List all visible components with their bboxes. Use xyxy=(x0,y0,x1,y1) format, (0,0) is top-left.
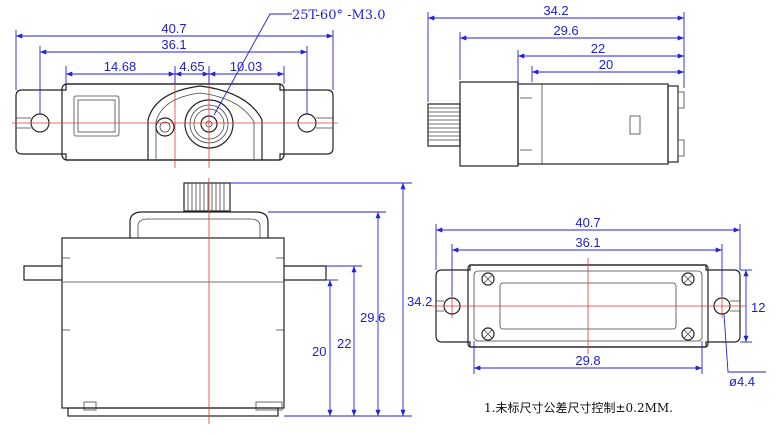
tolerance-note: 1.未标尺寸公差尺寸控制±0.2MM. xyxy=(484,401,673,415)
bottom-screw-tl xyxy=(481,272,495,286)
top-idler-post xyxy=(155,117,175,137)
front-view: 34.2 29.6 22 20 xyxy=(23,178,432,424)
top-dim-left-offset: 14.68 xyxy=(104,59,137,74)
side-bottom-cover xyxy=(667,85,679,163)
hole-dia-leader xyxy=(723,313,766,373)
top-dim-hole-span: 36.1 xyxy=(161,37,186,52)
front-dim-3: 22 xyxy=(337,336,351,351)
top-dim-overall: 40.7 xyxy=(161,21,186,36)
bottom-dim-height: 12 xyxy=(751,300,765,315)
front-dim-4: 20 xyxy=(312,344,326,359)
front-dim-total: 34.2 xyxy=(407,294,432,309)
bottom-screw-br xyxy=(681,327,695,341)
top-dim-right-offset: 10.03 xyxy=(230,59,263,74)
bottom-dim-hole-dia: ø4.4 xyxy=(729,374,755,389)
side-dim-3: 22 xyxy=(591,41,605,56)
spline-callout-leader xyxy=(213,13,292,116)
side-dim-overall: 34.2 xyxy=(543,3,568,18)
bottom-screw-bl xyxy=(481,327,495,341)
bottom-dim-hole-span: 36.1 xyxy=(575,235,600,250)
front-top-cover xyxy=(129,211,269,238)
bottom-dim-overall: 40.7 xyxy=(575,215,600,230)
front-spline xyxy=(183,182,231,212)
front-case xyxy=(61,237,285,409)
top-view: 25T-60° -M3.0 40.7 36.1 14.68 4.65 10.03 xyxy=(12,8,385,168)
bottom-screw-tr xyxy=(681,272,695,286)
side-view: 34.2 29.6 22 20 xyxy=(427,3,685,167)
front-dim-2: 29.6 xyxy=(360,310,385,325)
spline-callout: 25T-60° -M3.0 xyxy=(292,8,385,23)
side-dim-2: 29.6 xyxy=(553,23,578,38)
top-label-window xyxy=(73,95,120,137)
front-flange-right xyxy=(284,265,327,281)
bottom-dim-inner: 29.8 xyxy=(575,353,600,368)
top-gear-boss xyxy=(147,85,263,160)
front-flange-left xyxy=(23,265,62,281)
top-case xyxy=(61,83,285,161)
side-case xyxy=(517,83,669,165)
front-bottom-cover xyxy=(67,407,279,417)
top-dim-mid-offset: 4.65 xyxy=(179,59,204,74)
side-dim-4: 20 xyxy=(599,57,613,72)
bottom-flange xyxy=(435,264,741,348)
side-top-cover xyxy=(459,81,519,167)
bottom-view: 40.7 36.1 29.8 12 ø4.4 xyxy=(430,215,766,389)
top-flange xyxy=(15,83,334,161)
